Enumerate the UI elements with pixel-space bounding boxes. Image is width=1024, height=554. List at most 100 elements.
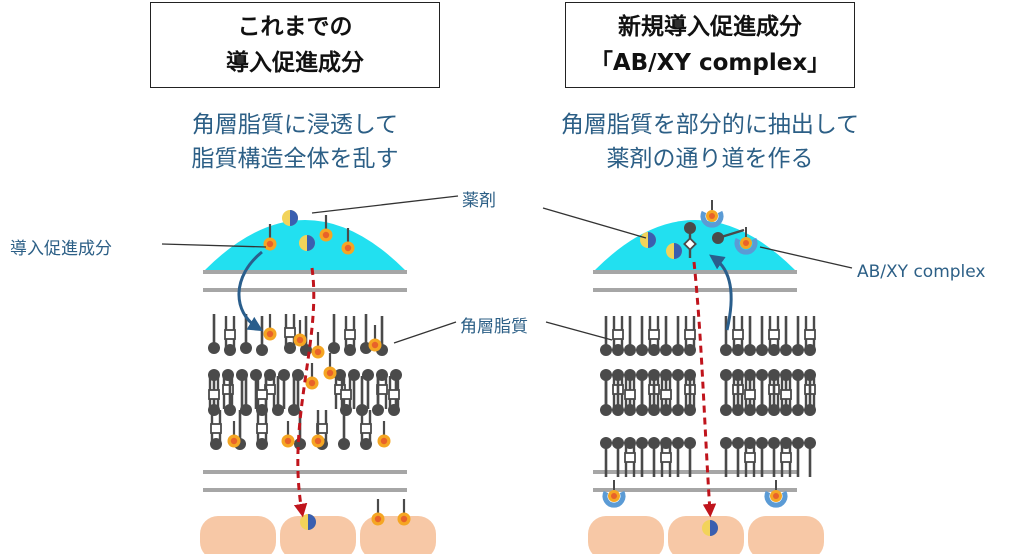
lipid-molecule <box>372 376 384 416</box>
lipid-molecule <box>636 437 648 477</box>
lipid-molecule <box>612 437 624 477</box>
leader-line <box>311 195 459 214</box>
lipid-molecule <box>720 437 732 477</box>
enhancer-molecule <box>293 320 307 347</box>
leader-line <box>393 321 457 344</box>
lipid-layer <box>208 314 816 477</box>
lipid-molecule <box>624 316 636 356</box>
enhancer-molecule <box>311 332 325 359</box>
lipid-molecule <box>224 376 236 416</box>
cell <box>748 516 824 554</box>
leader-line-layer <box>161 195 853 344</box>
enhancer-molecule <box>319 215 333 242</box>
label-stratum-corneum-lipid: 角層脂質 <box>460 317 528 337</box>
cell <box>280 516 356 554</box>
lipid-molecule <box>684 437 696 477</box>
vehicle-layer <box>205 220 795 270</box>
leader-line <box>759 246 853 269</box>
enhancer-molecule <box>368 325 382 352</box>
lipid-molecule <box>600 437 612 477</box>
label-drug: 薬剤 <box>462 191 496 211</box>
complex-molecule <box>700 200 724 228</box>
membrane-layer <box>200 270 824 554</box>
complex-molecule <box>602 480 626 508</box>
lipid-molecule <box>600 316 612 356</box>
drug-molecule <box>666 243 682 259</box>
lipid-molecule <box>768 437 780 477</box>
enhancer-molecule <box>227 421 241 448</box>
enhancer-molecule <box>263 314 277 341</box>
lipid-molecule <box>756 437 768 477</box>
right-title-line-1: 新規導入促進成分 <box>618 14 802 40</box>
drug-molecule <box>640 232 656 248</box>
lipid-molecule <box>744 316 756 356</box>
ceramide-molecule <box>612 316 624 356</box>
ceramide-molecule <box>344 316 356 356</box>
cell <box>360 516 436 554</box>
ceramide-molecule <box>780 437 792 477</box>
label-ab-xy-complex: AB/XY complex <box>857 262 986 282</box>
lipid-molecule <box>804 437 816 477</box>
lipid-molecule <box>792 316 804 356</box>
left-title-box: これまでの 導入促進成分 <box>150 2 440 88</box>
cell <box>200 516 276 554</box>
lipid-molecule <box>756 376 768 416</box>
lipid-molecule <box>660 316 672 356</box>
left-red-arrow <box>293 267 316 518</box>
right-title-box: 新規導入促進成分 「AB/XY complex」 <box>565 2 855 88</box>
drug-molecule <box>300 514 316 530</box>
lipid-molecule <box>712 228 745 244</box>
ceramide-molecule <box>388 376 400 416</box>
lipid-molecule <box>720 316 732 356</box>
lipid-molecule <box>672 437 684 477</box>
arrow-layer <box>237 250 733 518</box>
ceramide-molecule <box>768 316 780 356</box>
complex-molecule <box>734 227 758 255</box>
right-description: 角層脂質を部分的に抽出して 薬剤の通り道を作る <box>520 108 900 176</box>
enhancer-molecule <box>341 228 355 255</box>
ceramide-molecule <box>222 369 234 409</box>
cell <box>668 516 744 554</box>
ceramide-molecule <box>744 376 756 416</box>
molecule-layer <box>227 200 788 536</box>
right-blue-arrow <box>709 254 733 331</box>
complex-molecule <box>764 480 788 508</box>
drug-molecule <box>282 210 298 226</box>
left-description: 角層脂質に浸透して 脂質構造全体を乱す <box>140 108 450 176</box>
lipid-molecule <box>272 376 284 416</box>
enhancer-molecule <box>311 421 325 448</box>
lipid-molecule <box>288 376 300 416</box>
right-title-line-2: 「AB/XY complex」 <box>589 50 831 76</box>
lipid-molecule <box>780 316 792 356</box>
lipid-molecule <box>672 316 684 356</box>
enhancer-molecule <box>323 353 337 380</box>
label-enhancer: 導入促進成分 <box>10 239 112 259</box>
enhancer-molecule <box>371 499 385 526</box>
lipid-molecule <box>792 376 804 416</box>
ceramide-molecule <box>256 410 268 450</box>
leader-line <box>161 243 267 248</box>
lipid-molecule <box>684 376 696 416</box>
enhancer-molecule <box>377 421 391 448</box>
lipid-molecule <box>240 376 252 416</box>
ceramide-molecule <box>624 437 636 477</box>
lipid-molecule <box>390 369 402 409</box>
left-description-line-2: 脂質構造全体を乱す <box>191 146 399 172</box>
ceramide-molecule <box>660 437 672 477</box>
lipid-molecule <box>792 437 804 477</box>
enhancer-molecule <box>281 421 295 448</box>
ceramide-molecule <box>256 376 268 416</box>
lipid-molecule <box>756 316 768 356</box>
lipid-molecule <box>683 222 697 258</box>
lipid-molecule <box>672 376 684 416</box>
right-red-arrow <box>692 261 717 518</box>
cell <box>588 516 664 554</box>
ceramide-molecule <box>284 314 296 354</box>
lipid-molecule <box>768 376 780 416</box>
lipid-molecule <box>636 376 648 416</box>
ceramide-molecule <box>224 316 236 356</box>
lipid-molecule <box>328 314 340 354</box>
ceramide-molecule <box>624 376 636 416</box>
left-title-line-1: これまでの <box>237 14 353 40</box>
